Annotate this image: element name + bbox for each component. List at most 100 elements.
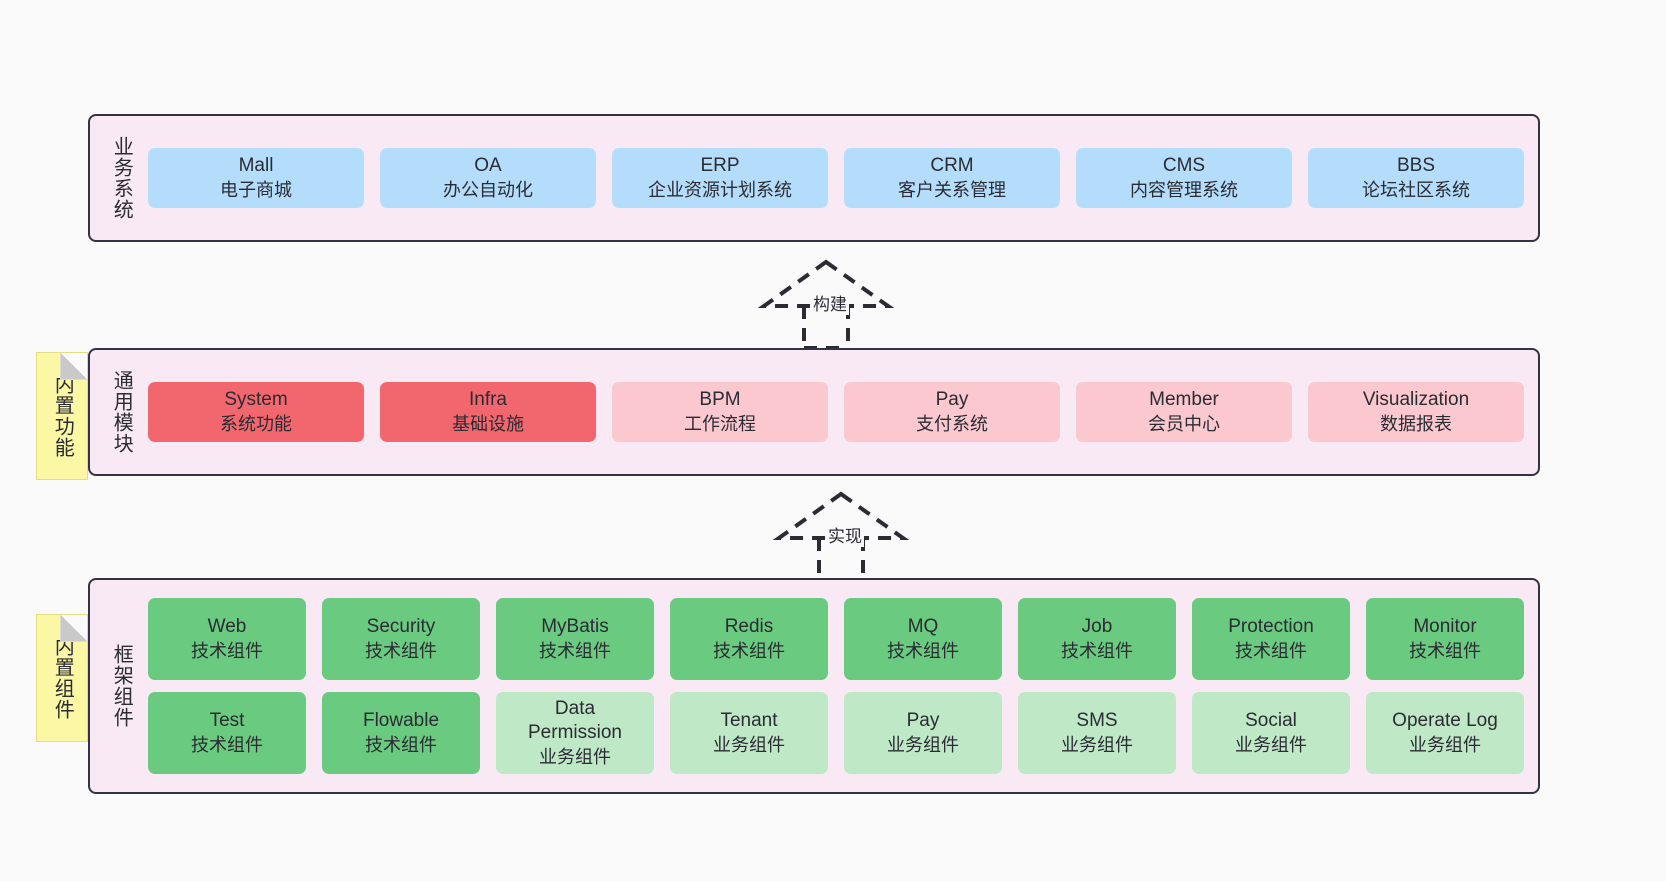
card-subtitle: 技术组件 bbox=[365, 734, 437, 755]
card-mybatis[interactable]: MyBatis 技术组件 bbox=[496, 598, 654, 680]
connector-label-build: 构建 bbox=[811, 290, 849, 315]
card-subtitle: 办公自动化 bbox=[443, 179, 533, 200]
card-title: Mall bbox=[238, 155, 274, 177]
card-title: CRM bbox=[930, 155, 974, 177]
card-data-permission[interactable]: Data Permission 业务组件 bbox=[496, 692, 654, 774]
card-monitor[interactable]: Monitor 技术组件 bbox=[1366, 598, 1524, 680]
card-title: Pay bbox=[935, 389, 969, 411]
card-subtitle: 业务组件 bbox=[887, 734, 959, 755]
sticky-note-builtin-component: 内置组件 bbox=[36, 614, 88, 742]
card-protection[interactable]: Protection 技术组件 bbox=[1192, 598, 1350, 680]
card-title: BBS bbox=[1396, 155, 1436, 177]
card-title-line2: Permission bbox=[528, 722, 622, 744]
card-title: OA bbox=[474, 155, 502, 177]
card-bbs[interactable]: BBS 论坛社区系统 bbox=[1308, 148, 1524, 208]
card-title: Visualization bbox=[1362, 389, 1470, 411]
sticky-note-label: 内置组件 bbox=[51, 636, 74, 720]
card-subtitle: 数据报表 bbox=[1380, 413, 1452, 434]
layer-framework-component: 框架组件 Web 技术组件 Security 技术组件 MyBatis 技术组件 bbox=[88, 578, 1540, 794]
card-sms[interactable]: SMS 业务组件 bbox=[1018, 692, 1176, 774]
card-title: Pay bbox=[906, 710, 940, 732]
card-title: Social bbox=[1245, 710, 1297, 732]
connector-build: 构建 bbox=[745, 258, 925, 350]
card-subtitle: 企业资源计划系统 bbox=[648, 179, 792, 200]
card-oa[interactable]: OA 办公自动化 bbox=[380, 148, 596, 208]
connector-implement: 实现 bbox=[760, 490, 940, 582]
card-system[interactable]: System 系统功能 bbox=[148, 382, 364, 442]
card-subtitle: 内容管理系统 bbox=[1130, 179, 1238, 200]
layer-body-framework: Web 技术组件 Security 技术组件 MyBatis 技术组件 Redi… bbox=[144, 580, 1538, 792]
card-tenant[interactable]: Tenant 业务组件 bbox=[670, 692, 828, 774]
card-subtitle: 技术组件 bbox=[887, 640, 959, 661]
card-operate-log[interactable]: Operate Log 业务组件 bbox=[1366, 692, 1524, 774]
card-erp[interactable]: ERP 企业资源计划系统 bbox=[612, 148, 828, 208]
card-subtitle: 业务组件 bbox=[1235, 734, 1307, 755]
card-subtitle: 工作流程 bbox=[684, 413, 756, 434]
card-row: Test 技术组件 Flowable 技术组件 Data Permission … bbox=[148, 692, 1524, 774]
card-subtitle: 会员中心 bbox=[1148, 413, 1220, 434]
card-title: Monitor bbox=[1413, 616, 1477, 638]
card-title: Redis bbox=[724, 616, 774, 638]
card-pay-module[interactable]: Pay 支付系统 bbox=[844, 382, 1060, 442]
card-title: Flowable bbox=[362, 710, 440, 732]
card-infra[interactable]: Infra 基础设施 bbox=[380, 382, 596, 442]
card-title: ERP bbox=[700, 155, 740, 177]
card-title: Web bbox=[207, 616, 247, 638]
card-title: Job bbox=[1081, 616, 1113, 638]
card-mall[interactable]: Mall 电子商城 bbox=[148, 148, 364, 208]
card-rows: Web 技术组件 Security 技术组件 MyBatis 技术组件 Redi… bbox=[148, 598, 1524, 774]
card-subtitle: 客户关系管理 bbox=[898, 179, 1006, 200]
card-subtitle: 基础设施 bbox=[452, 413, 524, 434]
card-title: Test bbox=[209, 710, 245, 732]
layer-common-module: 通用模块 System 系统功能 Infra 基础设施 BPM 工作流程 Pay… bbox=[88, 348, 1540, 476]
card-subtitle: 支付系统 bbox=[916, 413, 988, 434]
sticky-note-label: 内置功能 bbox=[51, 374, 74, 458]
layer-business-system: 业务系统 Mall 电子商城 OA 办公自动化 ERP 企业资源计划系统 CRM… bbox=[88, 114, 1540, 242]
card-test[interactable]: Test 技术组件 bbox=[148, 692, 306, 774]
card-social[interactable]: Social 业务组件 bbox=[1192, 692, 1350, 774]
card-flowable[interactable]: Flowable 技术组件 bbox=[322, 692, 480, 774]
card-title: Member bbox=[1149, 389, 1219, 411]
card-pay-component[interactable]: Pay 业务组件 bbox=[844, 692, 1002, 774]
card-title: BPM bbox=[699, 389, 741, 411]
card-subtitle: 技术组件 bbox=[539, 640, 611, 661]
card-mq[interactable]: MQ 技术组件 bbox=[844, 598, 1002, 680]
card-visualization[interactable]: Visualization 数据报表 bbox=[1308, 382, 1524, 442]
card-security[interactable]: Security 技术组件 bbox=[322, 598, 480, 680]
card-redis[interactable]: Redis 技术组件 bbox=[670, 598, 828, 680]
card-subtitle: 业务组件 bbox=[713, 734, 785, 755]
card-subtitle: 电子商城 bbox=[220, 179, 292, 200]
card-member[interactable]: Member 会员中心 bbox=[1076, 382, 1292, 442]
card-subtitle: 技术组件 bbox=[191, 640, 263, 661]
card-cms[interactable]: CMS 内容管理系统 bbox=[1076, 148, 1292, 208]
card-subtitle: 技术组件 bbox=[365, 640, 437, 661]
card-subtitle: 技术组件 bbox=[1235, 640, 1307, 661]
card-title: SMS bbox=[1076, 710, 1118, 732]
card-job[interactable]: Job 技术组件 bbox=[1018, 598, 1176, 680]
card-title: System bbox=[224, 389, 288, 411]
layer-title-common: 通用模块 bbox=[110, 370, 133, 454]
card-subtitle: 业务组件 bbox=[539, 746, 611, 767]
card-title: Tenant bbox=[720, 710, 778, 732]
card-bpm[interactable]: BPM 工作流程 bbox=[612, 382, 828, 442]
card-subtitle: 技术组件 bbox=[191, 734, 263, 755]
card-row: Mall 电子商城 OA 办公自动化 ERP 企业资源计划系统 CRM 客户关系… bbox=[148, 148, 1524, 208]
layer-body-business: Mall 电子商城 OA 办公自动化 ERP 企业资源计划系统 CRM 客户关系… bbox=[144, 116, 1538, 240]
card-web[interactable]: Web 技术组件 bbox=[148, 598, 306, 680]
card-subtitle: 业务组件 bbox=[1061, 734, 1133, 755]
card-subtitle: 系统功能 bbox=[220, 413, 292, 434]
card-crm[interactable]: CRM 客户关系管理 bbox=[844, 148, 1060, 208]
sticky-note-builtin-function: 内置功能 bbox=[36, 352, 88, 480]
layer-body-common: System 系统功能 Infra 基础设施 BPM 工作流程 Pay 支付系统… bbox=[144, 350, 1538, 474]
card-title: Security bbox=[366, 616, 436, 638]
layer-title-business: 业务系统 bbox=[110, 136, 133, 220]
card-subtitle: 业务组件 bbox=[1409, 734, 1481, 755]
card-title: Operate Log bbox=[1392, 710, 1498, 732]
card-title: Infra bbox=[468, 389, 508, 411]
card-subtitle: 技术组件 bbox=[1061, 640, 1133, 661]
card-row: Web 技术组件 Security 技术组件 MyBatis 技术组件 Redi… bbox=[148, 598, 1524, 680]
card-subtitle: 论坛社区系统 bbox=[1362, 179, 1470, 200]
card-row: System 系统功能 Infra 基础设施 BPM 工作流程 Pay 支付系统… bbox=[148, 382, 1524, 442]
card-title: MQ bbox=[907, 616, 939, 638]
